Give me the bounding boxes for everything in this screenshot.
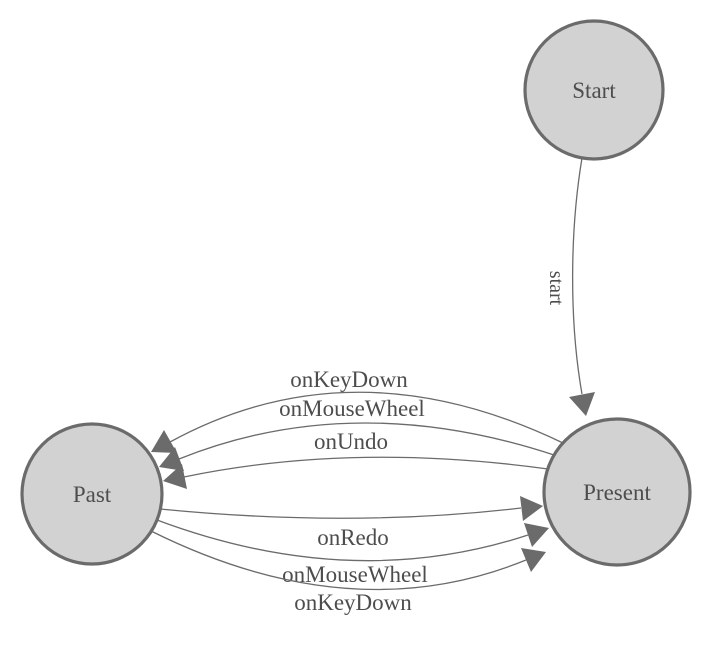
edge-line bbox=[156, 519, 529, 562]
edge-present-to-past: onUndo bbox=[163, 429, 549, 489]
edge-line bbox=[159, 507, 522, 519]
edge-start-to-present: start bbox=[545, 157, 595, 416]
edge-arrowhead bbox=[521, 548, 546, 572]
node-circle-past[interactable] bbox=[20, 422, 164, 566]
edge-line bbox=[183, 456, 549, 478]
edge-arrowhead bbox=[569, 392, 595, 416]
node-circle-start[interactable] bbox=[523, 19, 665, 161]
node-label-start: Start bbox=[572, 78, 616, 103]
node-present[interactable]: Present bbox=[542, 417, 692, 567]
edge-line bbox=[571, 157, 583, 395]
node-past[interactable]: Past bbox=[20, 422, 164, 566]
edge-past-to-present: onKeyDown bbox=[150, 530, 546, 615]
edge-label-onKeyDown: onKeyDown bbox=[294, 590, 412, 615]
edge-arrowhead bbox=[163, 464, 187, 489]
edge-line bbox=[169, 391, 564, 444]
edge-arrowhead bbox=[520, 496, 543, 521]
edge-label-onMouseWheel: onMouseWheel bbox=[279, 396, 425, 421]
node-label-present: Present bbox=[583, 480, 651, 505]
edge-arrowhead bbox=[159, 447, 184, 471]
edge-arrowhead bbox=[524, 523, 549, 547]
edge-label-start: start bbox=[545, 271, 567, 306]
edge-arrowhead bbox=[151, 430, 177, 453]
edge-present-to-past: onMouseWheel bbox=[159, 396, 555, 471]
edge-label-onUndo: onUndo bbox=[314, 429, 388, 454]
edge-label-onRedo: onRedo bbox=[317, 525, 389, 550]
node-label-past: Past bbox=[73, 482, 112, 507]
node-start[interactable]: Start bbox=[523, 19, 665, 161]
edge-line bbox=[150, 530, 527, 591]
edge-label-onKeyDown: onKeyDown bbox=[290, 367, 408, 392]
edge-present-to-past: onKeyDown bbox=[151, 367, 564, 453]
node-circle-present[interactable] bbox=[542, 417, 692, 567]
edge-past-to-present: onRedo bbox=[159, 496, 543, 550]
edge-line bbox=[178, 422, 555, 460]
